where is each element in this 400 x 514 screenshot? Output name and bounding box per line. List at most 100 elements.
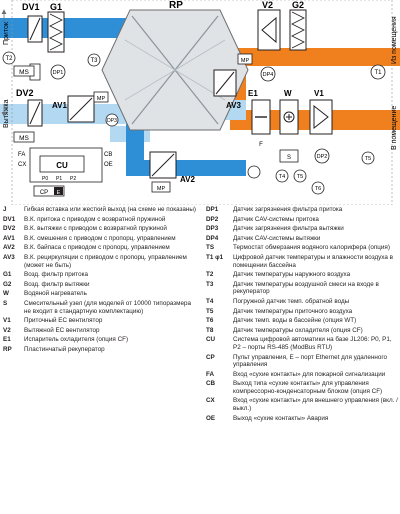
legend-code: E1 <box>3 336 11 344</box>
arrow-v-pomeshchenie-label: В помещение <box>391 106 398 150</box>
legend-code: W <box>3 290 9 298</box>
sensor-dp4 <box>260 66 276 82</box>
sensor-dp1 <box>50 64 66 80</box>
p2-label: P2 <box>70 176 76 182</box>
fa-label: FA <box>18 152 25 158</box>
av1-label: AV1 <box>52 101 68 110</box>
p1-label: P1 <box>56 176 62 182</box>
damper-av3 <box>213 53 253 97</box>
s-label: S <box>287 155 291 161</box>
legend-code: V1 <box>3 317 11 325</box>
legend-right-item: T8 Датчик температуры охладителя (опция C… <box>206 327 398 335</box>
legend-description: Система цифровой автоматики на базе JL20… <box>233 336 392 351</box>
legend-description: В.К. байпаса с приводом с пропорц. управ… <box>24 244 170 252</box>
t6-label: T6 <box>315 186 321 192</box>
e-label: E <box>57 190 61 196</box>
control-unit <box>29 147 103 183</box>
sensor-t6 <box>311 181 325 195</box>
legend-left-item: RP Пластинчатый рекуператор <box>3 346 199 354</box>
legend-code: OE <box>206 414 216 422</box>
legend-description: Датчик температуры приточного воздуха <box>233 307 353 315</box>
legend-description: В.К. рециркуляции с приводом с пропорц. … <box>24 253 187 269</box>
legend-code: T5 <box>206 307 214 315</box>
fan-v1 <box>309 99 333 135</box>
legend-code: DP2 <box>206 215 219 223</box>
f-label: F <box>259 142 263 148</box>
cu-label: CU <box>56 161 68 170</box>
w-label: W <box>284 89 292 98</box>
damper-dv1 <box>27 15 43 81</box>
sensor-dp2 <box>314 148 330 164</box>
legend-code: T8 <box>206 326 214 334</box>
arrow-vytyazhka-label: Вытяжка <box>3 99 10 128</box>
legend-code: T2 <box>206 271 214 279</box>
mp-label-av2: MP <box>157 186 166 192</box>
p0-label: P0 <box>42 176 48 182</box>
legend-code: DP1 <box>206 206 219 213</box>
legend-description: Возд. фильтр вытяжки <box>24 280 90 288</box>
sensor-t5-heater <box>293 169 307 183</box>
legend-description: Смесительный узел (для моделей от 10000 … <box>24 299 191 315</box>
legend-code: T4 <box>206 297 214 305</box>
t1-label: T1 <box>374 70 382 76</box>
mp-label-av1: MP <box>97 96 106 102</box>
e1-label: E1 <box>248 89 258 98</box>
legend-code: S <box>3 299 8 307</box>
t5-heater-label: T5 <box>297 174 303 180</box>
g2-label: G2 <box>292 0 304 10</box>
dv1-label: DV1 <box>22 2 40 12</box>
legend-description: Датчик CAV-системы притока <box>233 215 319 223</box>
filter-g2 <box>289 9 307 51</box>
legend-code: G1 <box>3 271 12 279</box>
sensor-dp3 <box>105 113 119 127</box>
legend-code: DP4 <box>206 234 219 242</box>
sensor-t5 <box>361 151 375 165</box>
v1-label: V1 <box>314 89 324 98</box>
legend-code: DV1 <box>3 215 16 223</box>
legend-code: AV3 <box>3 253 15 261</box>
cb-label: CB <box>104 152 112 158</box>
av3-label: AV3 <box>226 101 242 110</box>
legend-code: DP3 <box>206 225 219 233</box>
dp4-label: DP4 <box>263 72 274 78</box>
cp-label: CP <box>40 190 48 196</box>
legend-code: T6 <box>206 317 214 325</box>
cx-label: CX <box>18 162 26 168</box>
legend-description: Пластинчатый рекуператор <box>24 345 105 353</box>
legend-description: В.К. вытяжки с приводом с возвратной пру… <box>24 225 167 233</box>
sensor-t4 <box>275 169 289 183</box>
legend-code: RP <box>3 345 12 353</box>
sensor-ts <box>247 165 261 179</box>
ms-box-top <box>13 65 35 77</box>
evaporator-e1 <box>251 99 271 135</box>
legend-description: Вход «сухие контакты» для пожарной сигна… <box>233 370 386 378</box>
g1-label: G1 <box>50 2 62 12</box>
legend-description: Датчик температуры охладителя (опция CF) <box>233 326 363 334</box>
rp-label: RP <box>169 0 183 11</box>
legend-description: Датчик температуры воздушной смеси на вх… <box>233 280 379 296</box>
ventilation-scheme-diagram: RP DV1 G1 Приток Вытяжка T2 MS DP1 T3 DV… <box>0 0 400 205</box>
v2-label: V2 <box>262 0 273 10</box>
fan-v2 <box>257 9 281 51</box>
legend-code: CP <box>206 353 215 361</box>
legend-code: CX <box>206 397 215 405</box>
